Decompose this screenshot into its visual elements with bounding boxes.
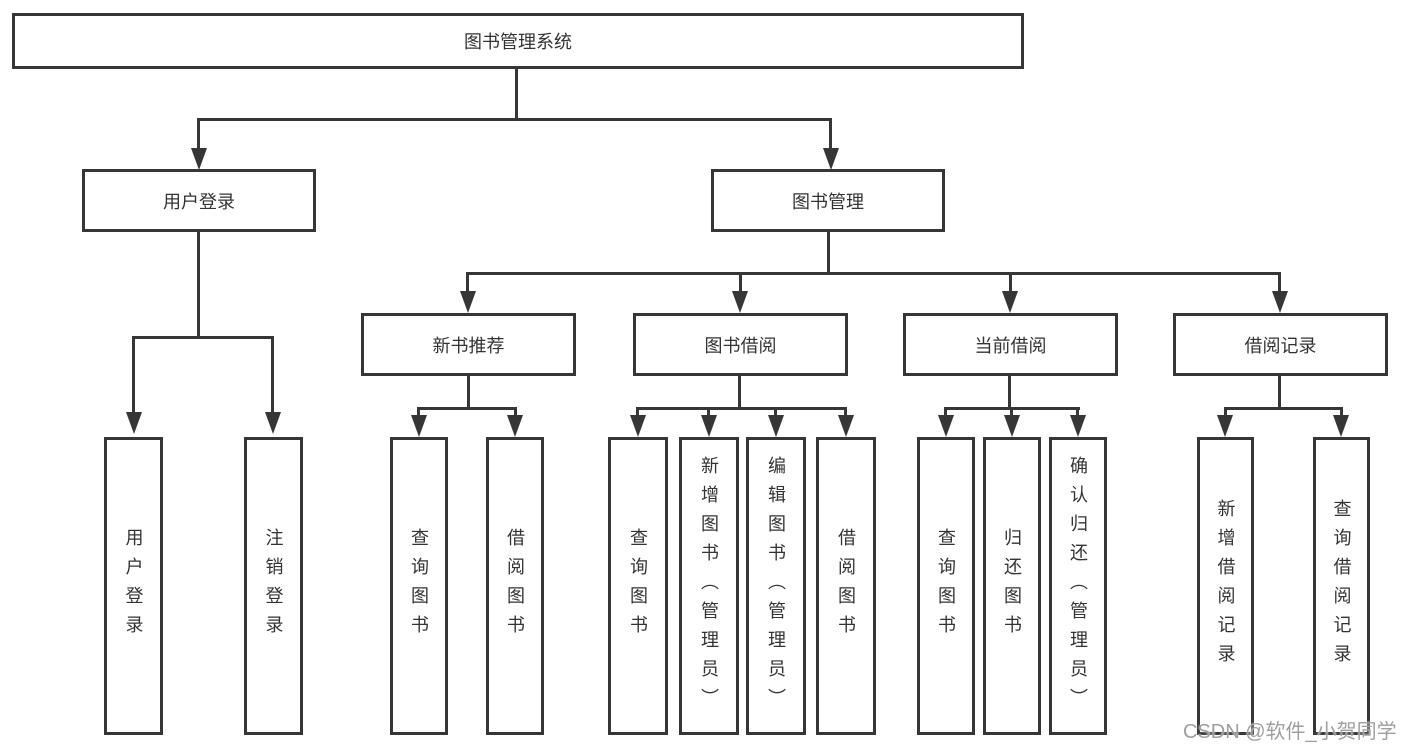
node-new-book-recommendation: 新书推荐 (361, 313, 576, 376)
arrow-down-icon (838, 415, 854, 437)
node-leaf-borrow-books-1: 借阅图书 (486, 437, 544, 735)
connector-line (636, 407, 639, 417)
arrow-down-icon (265, 412, 281, 434)
connector-line (1076, 407, 1079, 417)
arrow-down-icon (1272, 291, 1288, 313)
arrow-down-icon (630, 415, 646, 437)
arrow-down-icon (1002, 291, 1018, 313)
node-leaf-add-borrow-record: 新增借阅记录 (1197, 437, 1254, 735)
node-library-management-system: 图书管理系统 (12, 13, 1024, 69)
arrow-down-icon (768, 415, 784, 437)
node-leaf-confirm-return-admin: 确认归还（管理员） (1049, 437, 1107, 735)
arrow-down-icon (938, 415, 954, 437)
connector-line (197, 118, 200, 152)
connector-line (1224, 407, 1227, 417)
node-leaf-logout: 注销登录 (244, 437, 303, 735)
node-label: 注销登录 (263, 528, 284, 644)
node-book-borrowing: 图书借阅 (633, 313, 848, 376)
node-user-login: 用户登录 (82, 169, 316, 232)
connector-line (827, 232, 830, 274)
node-leaf-query-books-2: 查询图书 (608, 437, 668, 735)
connector-line (1340, 407, 1343, 417)
arrow-down-icon (126, 412, 142, 434)
arrow-down-icon (1004, 415, 1020, 437)
connector-line (417, 407, 420, 417)
node-label: 查询借阅记录 (1331, 499, 1352, 673)
node-label: 借阅图书 (505, 528, 525, 644)
node-label: 图书管理 (792, 191, 864, 212)
arrow-down-icon (732, 291, 748, 313)
node-label: 查询图书 (628, 528, 648, 644)
watermark: CSDN @软件_小贺同学 (1183, 721, 1397, 743)
node-label: 当前借阅 (974, 335, 1047, 356)
connector-line (271, 336, 274, 413)
connector-line (132, 336, 135, 413)
connector-line (636, 407, 847, 410)
node-label: 查询图书 (936, 528, 956, 644)
connector-line (514, 407, 517, 417)
node-leaf-borrow-books-2: 借阅图书 (816, 437, 876, 735)
connector-line (466, 272, 469, 292)
connector-line (1278, 376, 1281, 409)
node-leaf-return-books: 归还图书 (983, 437, 1041, 735)
arrow-down-icon (823, 148, 839, 170)
node-label: 新增图书（管理员） (699, 455, 719, 717)
connector-line (944, 407, 947, 417)
node-label: 用户登录 (123, 528, 144, 644)
node-label: 图书管理系统 (464, 32, 572, 52)
node-leaf-query-books-3: 查询图书 (917, 437, 975, 735)
node-label: 归还图书 (1002, 528, 1022, 644)
node-label: 借阅图书 (836, 528, 856, 644)
node-label: 确认归还（管理员） (1068, 455, 1088, 717)
connector-line (417, 407, 517, 410)
node-leaf-add-book-admin: 新增图书（管理员） (679, 437, 739, 735)
arrow-down-icon (507, 415, 523, 437)
connector-line (707, 407, 710, 417)
connector-line (467, 376, 470, 409)
connector-line (844, 407, 847, 417)
connector-line (1009, 272, 1012, 292)
connector-line (1010, 407, 1013, 417)
connector-line (774, 407, 777, 417)
node-label: 借阅记录 (1244, 335, 1317, 356)
node-label: 新书推荐 (432, 335, 505, 356)
connector-line (1008, 376, 1011, 409)
connector-line (466, 272, 1281, 275)
node-leaf-user-login: 用户登录 (104, 437, 163, 735)
arrow-down-icon (1217, 415, 1233, 437)
arrow-down-icon (1333, 415, 1349, 437)
arrow-down-icon (1070, 415, 1086, 437)
connector-line (739, 272, 742, 292)
connector-line (1278, 272, 1281, 292)
node-label: 用户登录 (163, 191, 235, 212)
arrow-down-icon (460, 291, 476, 313)
arrow-down-icon (191, 148, 207, 170)
connector-line (515, 69, 518, 120)
node-leaf-query-books-1: 查询图书 (390, 437, 448, 735)
node-label: 新增借阅记录 (1215, 499, 1236, 673)
arrow-down-icon (701, 415, 717, 437)
connector-line (829, 118, 832, 152)
connector-line (197, 232, 200, 338)
connector-line (1224, 407, 1343, 410)
node-leaf-edit-book-admin: 编辑图书（管理员） (746, 437, 806, 735)
connector-line (197, 118, 832, 121)
node-label: 图书借阅 (704, 335, 777, 356)
connector-line (738, 376, 741, 409)
node-book-management: 图书管理 (711, 169, 945, 232)
connector-line (132, 336, 274, 339)
node-borrowing-records: 借阅记录 (1173, 313, 1388, 376)
arrow-down-icon (411, 415, 427, 437)
node-label: 查询图书 (409, 528, 429, 644)
node-label: 编辑图书（管理员） (766, 455, 786, 717)
node-current-borrowing: 当前借阅 (903, 313, 1118, 376)
node-leaf-query-borrow-record: 查询借阅记录 (1313, 437, 1370, 735)
